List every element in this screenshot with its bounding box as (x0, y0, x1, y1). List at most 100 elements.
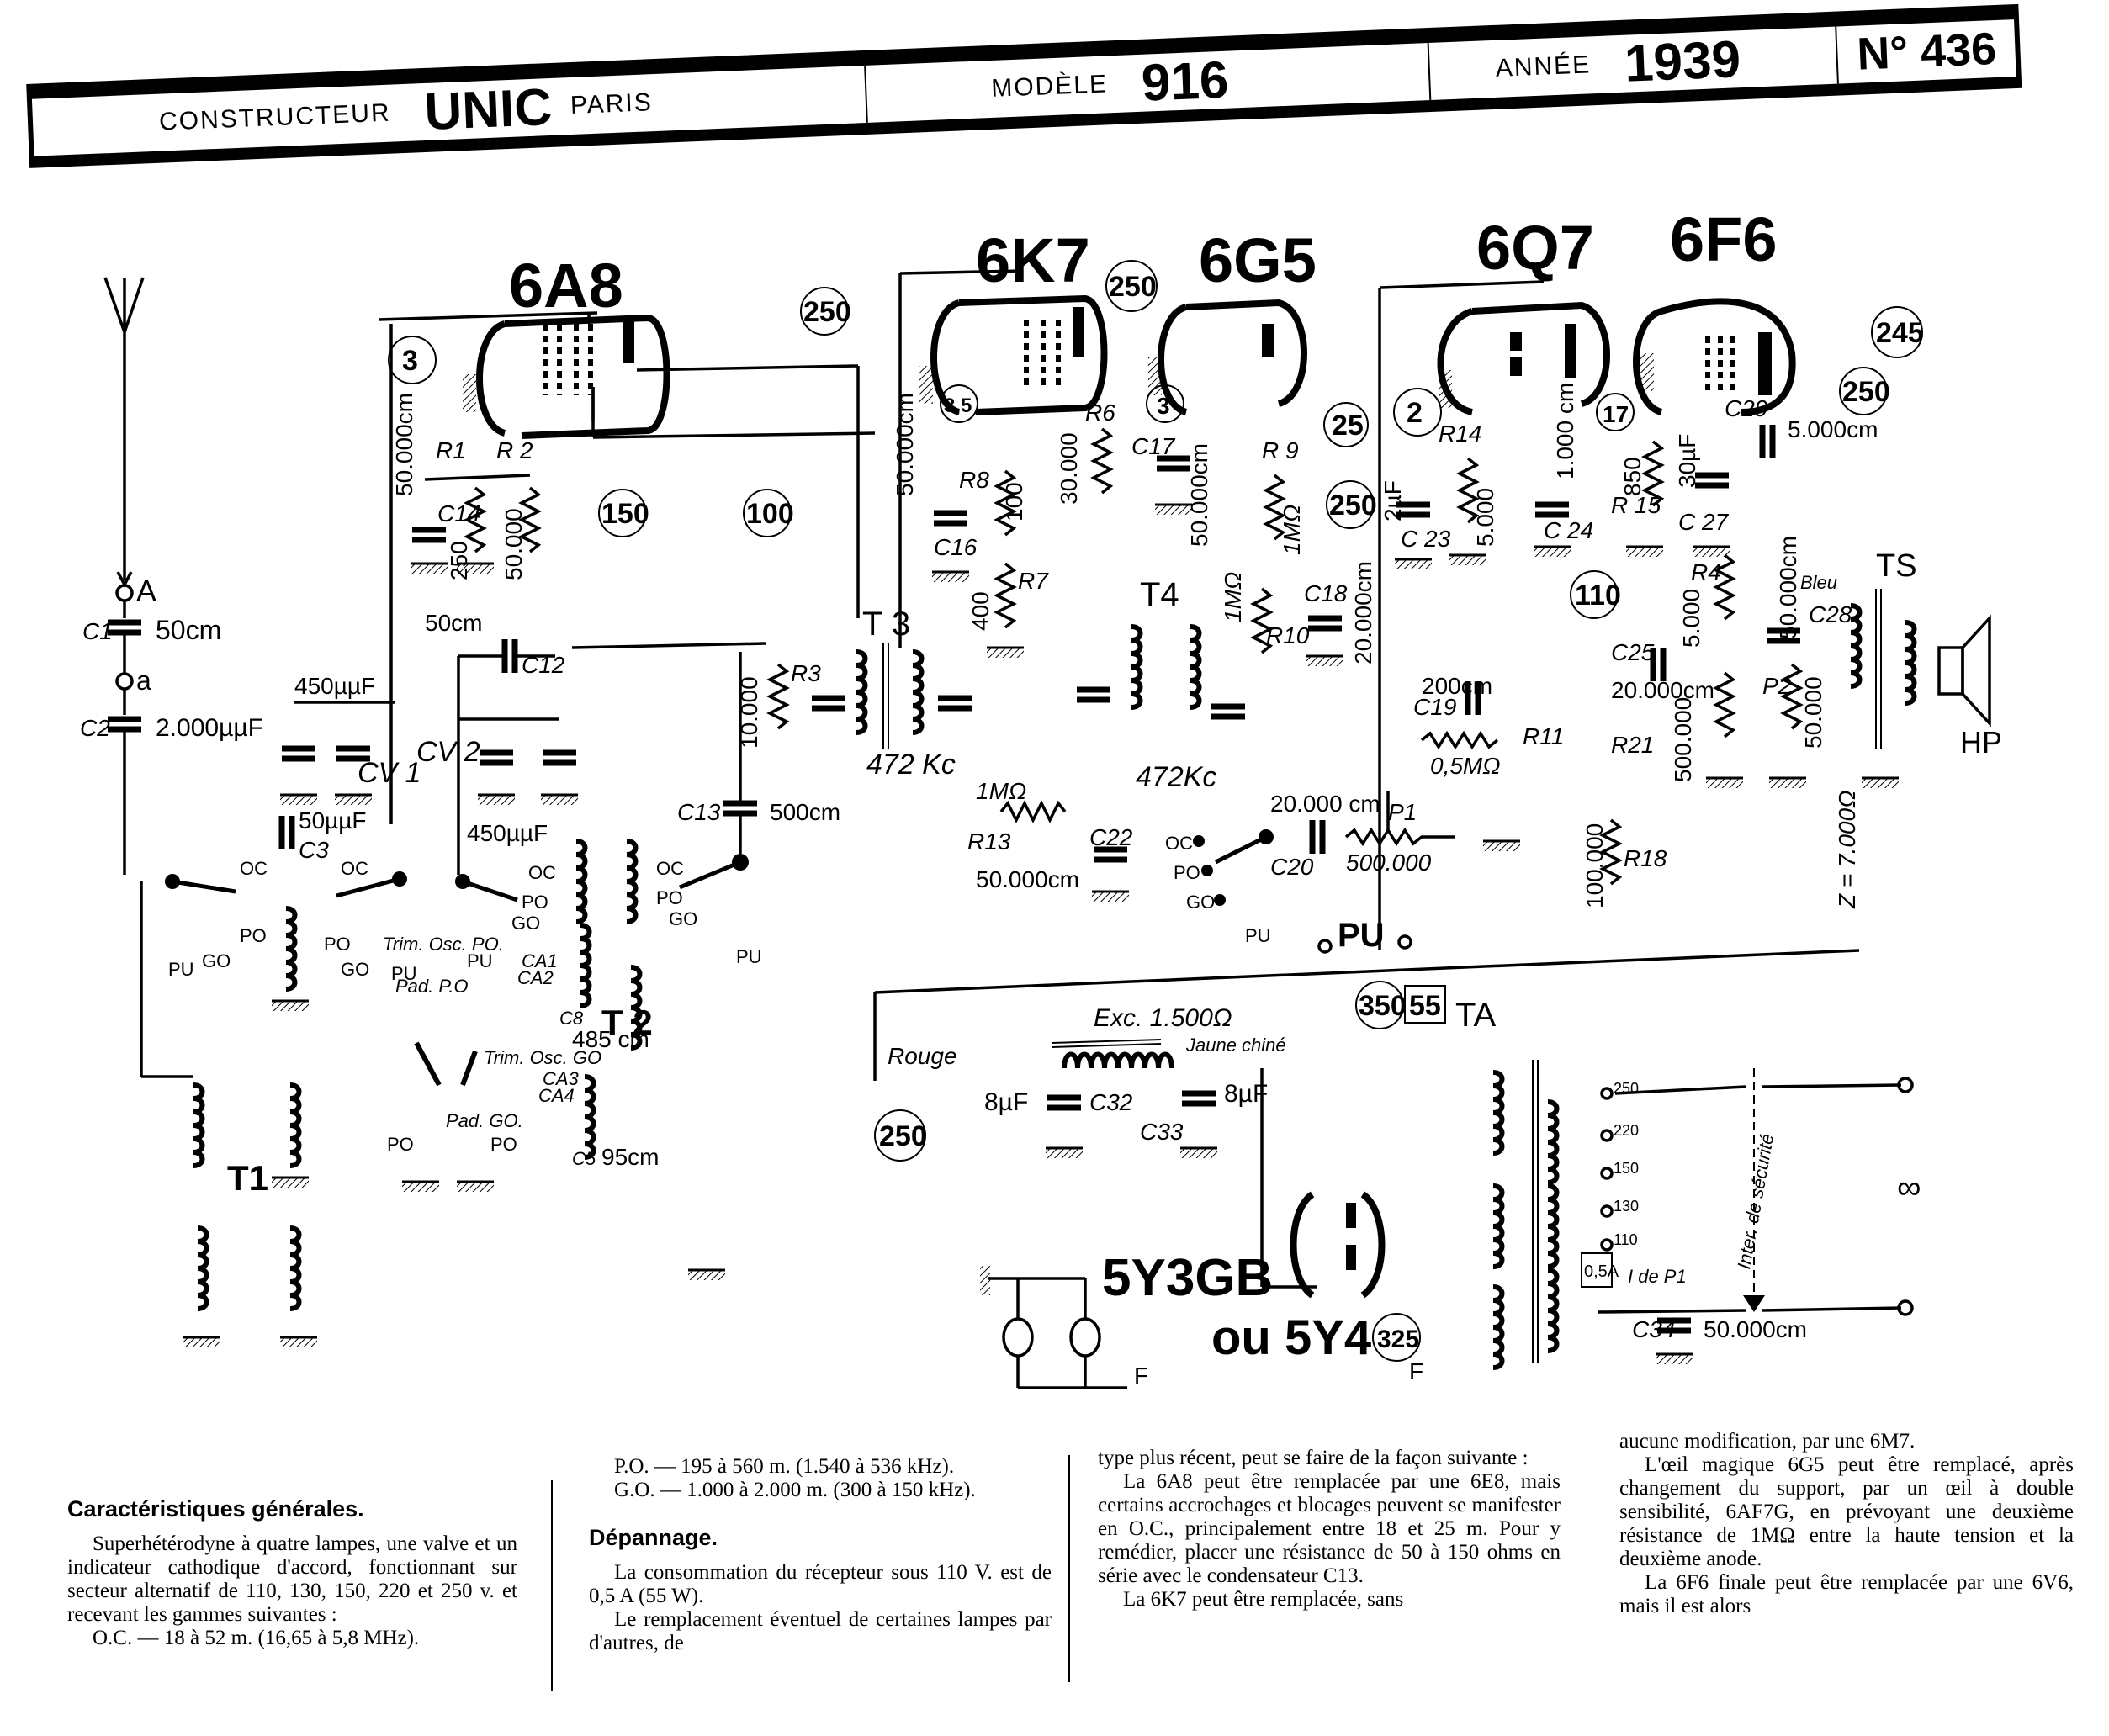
p1-label: P1 (1388, 799, 1417, 825)
ca2-label: CA2 (517, 967, 554, 988)
t2-label: T 2 (601, 1003, 653, 1042)
if-stage-1: C13 500cm R3 10.000 T 3 472 Kc (571, 606, 972, 854)
impedance-label: Z = 7.000Ω (1834, 791, 1860, 909)
c13-capacitor-icon (723, 803, 757, 813)
voltage-filter: 250 (879, 1120, 927, 1152)
c17-label: C17 (1131, 433, 1176, 459)
c25-label: C25 (1611, 639, 1655, 665)
excitation-label: Exc. 1.500Ω (1094, 1004, 1232, 1032)
voltage-6f6-cathode: 17 (1603, 401, 1629, 427)
r1-label: R1 (436, 437, 466, 463)
c24-capacitor-icon (1535, 505, 1569, 515)
r9-value: 1MΩ (1279, 505, 1305, 555)
speaker-label: HP (1960, 725, 2002, 760)
c33-capacitor-icon (1182, 1093, 1216, 1104)
paragraph: La consommation du récepteur sous 110 V.… (589, 1561, 1052, 1607)
r3-resistor-icon (768, 663, 788, 730)
c12-value: 50cm (425, 610, 482, 636)
text-column-1: Caractéristiques générales. Superhétérod… (67, 1497, 517, 1650)
r13-label: R13 (967, 828, 1011, 855)
c33-label: C33 (1140, 1119, 1184, 1145)
r4-value: 5.000 (1678, 589, 1704, 648)
t4-frequency: 472Kc (1136, 761, 1216, 793)
i-de-p1-label: I de P1 (1628, 1266, 1687, 1287)
c17-value: 50.000cm (1186, 443, 1212, 547)
r21-resistor-icon (1714, 671, 1735, 738)
c29-value: 5.000cm (1788, 416, 1878, 442)
switch-go-label: GO (341, 959, 369, 980)
tube-6g5-label: 6G5 (1199, 225, 1317, 295)
voltage-6g5-grid: 25 (1332, 410, 1364, 442)
c22-label: C22 (1089, 824, 1133, 850)
c12-capacitor-icon (505, 639, 515, 673)
c24-value: 1.000 cm (1552, 383, 1578, 479)
c28-label: C28 (1809, 601, 1852, 627)
switch-po-label: PO (240, 925, 267, 946)
r21-label: R21 (1611, 732, 1654, 758)
tube-5y4-label: ou 5Y4 (1211, 1310, 1371, 1365)
voltage-6f6-screen: 250 (1842, 376, 1890, 408)
voltage-bubbles: 250 150 100 (598, 287, 851, 537)
c14-capacitor-icon (412, 530, 446, 540)
c2-capacitor-icon (108, 719, 141, 729)
tube-6k7-label: 6K7 (976, 225, 1090, 295)
tube-6a8-label: 6A8 (509, 251, 623, 320)
ca1-label: CA1 (522, 950, 558, 971)
t4-primary-coil-icon (1131, 627, 1141, 707)
inter-securite-label: Inter. de sécurité (1733, 1132, 1778, 1271)
tube-6q7-label: 6Q7 (1476, 213, 1594, 283)
pad-go-label: Pad. GO. (446, 1110, 523, 1131)
voltage-6q7-plate: 110 (1575, 580, 1621, 611)
r8-value: 100 (1001, 482, 1027, 521)
c13-value: 500cm (770, 799, 840, 825)
switch-go-label: GO (511, 913, 540, 934)
r7-value: 400 (967, 591, 994, 631)
cv2-label: CV 2 (416, 736, 480, 768)
c20-value: 20.000 cm (1270, 791, 1380, 817)
c16-value: 50.000cm (892, 393, 918, 496)
t1-label: T1 (227, 1158, 268, 1198)
t3-frequency: 472 Kc (866, 749, 956, 781)
t1-primary-coil-icon (193, 1085, 203, 1166)
r8-label: R8 (959, 467, 989, 493)
c32-value: 8µF (984, 1088, 1028, 1116)
r15-value: 850 (1619, 457, 1645, 496)
section-title-caracteristiques: Caractéristiques générales. (67, 1496, 364, 1522)
cv1-label: CV 1 (358, 757, 421, 789)
oscillator-coils-t2: OC OC PO PO GO GO PU PU T 2 Trim. Osc. P… (383, 841, 762, 1282)
t3-label: T 3 (862, 606, 910, 643)
ts-primary-coil-icon (1851, 606, 1860, 686)
column-divider (1068, 1455, 1070, 1682)
paragraph-po: P.O. — 195 à 560 m. (1.540 à 536 kHz). (614, 1455, 955, 1478)
voltage-6k7-plate: 250 (1109, 271, 1157, 303)
r14-value: 5.000 (1472, 488, 1498, 547)
t1-secondary-coil-icon (198, 1228, 207, 1309)
voltage-rectifier: 325 (1377, 1326, 1419, 1353)
tube-6q7: 6Q7 2 R14 2µF C 23 5.000 1.000 cm C 24 1… (1378, 213, 1621, 950)
cathode-network-6a8: 50.000cm R1 R 2 C14 250 50.000 (389, 324, 540, 824)
volume-section: 20.000 cm C20 OC PO GO PU PU P1 500.000 … (1165, 673, 1564, 954)
c34-value: 50.000cm (1704, 1316, 1807, 1342)
voltage-6q7-cathode: 2 (1407, 397, 1423, 429)
voltage-6f6-plate: 245 (1876, 317, 1924, 349)
switch-po-label: PO (656, 887, 683, 908)
switch-oc-label: OC (341, 858, 368, 879)
r2-label: R 2 (496, 437, 533, 463)
paragraph: type plus récent, peut se faire de la fa… (1098, 1447, 1529, 1469)
c3-capacitor-icon (282, 816, 292, 849)
c18-label: C18 (1304, 580, 1348, 606)
c1-capacitor-icon (108, 622, 141, 632)
text-column-3: type plus récent, peut se faire de la fa… (1098, 1447, 1561, 1612)
cv2-value: 450µµF (467, 820, 548, 846)
c13-label: C13 (677, 799, 721, 825)
switch-pu-label: PU (736, 946, 762, 967)
tap-130: 130 (1614, 1198, 1639, 1215)
switch-pu-label: PU (467, 950, 493, 971)
c22-capacitor-icon (1094, 849, 1127, 860)
switch-go-label: GO (669, 908, 697, 929)
switch-oc-label: OC (1165, 833, 1193, 854)
c32-label: C32 (1089, 1089, 1133, 1115)
switch-go-label: GO (202, 950, 231, 971)
paragraph-go: G.O. — 1.000 à 2.000 m. (300 à 150 kHz). (614, 1479, 976, 1501)
c14-value: 50.000cm (391, 393, 417, 496)
